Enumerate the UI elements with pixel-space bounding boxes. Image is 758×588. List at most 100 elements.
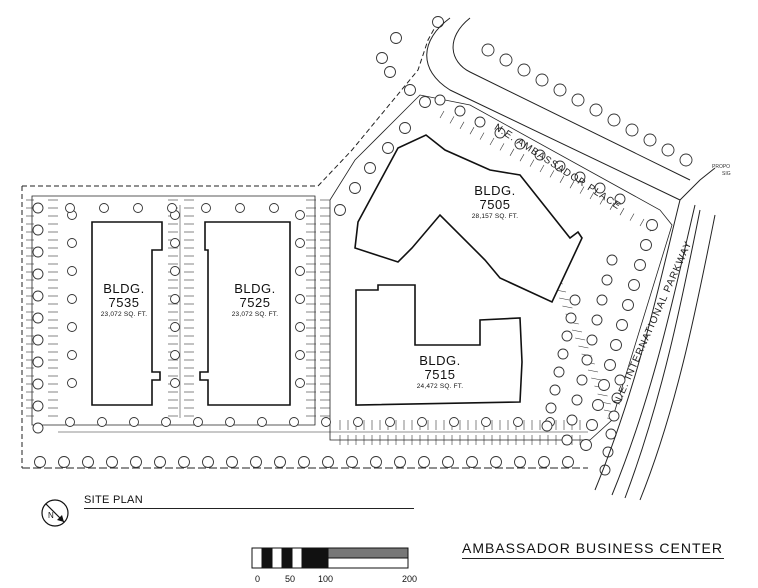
tree-icon [32, 224, 44, 236]
tree-icon [561, 434, 573, 446]
tree-icon [569, 294, 581, 306]
tree-icon [586, 334, 598, 346]
tree-icon [596, 294, 608, 306]
building-7505-footprint [354, 134, 583, 304]
tree-icon [454, 105, 466, 117]
tree-icon [129, 417, 139, 427]
parking-stripe [591, 377, 602, 381]
tree-icon [32, 334, 44, 346]
parking-stripe [439, 110, 445, 119]
tree-icon [481, 417, 491, 427]
tree-icon [235, 203, 245, 213]
parking-stripe [549, 170, 555, 178]
tree-icon [513, 417, 523, 427]
tree-icon [622, 299, 634, 311]
tree-icon [607, 113, 621, 127]
tree-icon [399, 122, 411, 134]
business-center-name: AMBASSADOR BUSINESS CENTER [462, 540, 723, 556]
tree-icon [295, 210, 305, 220]
parking-stripe [571, 329, 583, 333]
tree-icon [67, 294, 77, 304]
tree-icon [394, 456, 406, 468]
svg-text:N: N [48, 511, 54, 520]
tree-icon [594, 182, 606, 194]
tree-icon [193, 417, 203, 427]
tree-icon [32, 290, 44, 302]
tree-icon [257, 417, 267, 427]
tree-icon [298, 456, 310, 468]
tree-icon [250, 456, 262, 468]
tree-icon [170, 350, 180, 360]
tree-icon [32, 422, 44, 434]
tree-icon [591, 314, 603, 326]
tree-icon [390, 32, 402, 44]
tree-icon [170, 322, 180, 332]
tree-icon [541, 420, 553, 432]
tree-icon [58, 456, 70, 468]
tree-icon [434, 94, 446, 106]
parking-stripe [469, 127, 475, 135]
tree-icon [295, 266, 305, 276]
tree-icon [679, 153, 693, 167]
tree-icon [322, 456, 334, 468]
bldg-7515-number: 7515 [424, 366, 456, 382]
parking-stripe [459, 121, 465, 129]
tree-icon [534, 149, 546, 161]
tree-icon [538, 456, 550, 468]
tree-icon [661, 143, 675, 157]
tree-icon [97, 417, 107, 427]
parking-stripe [569, 181, 575, 189]
bldg-7525-area: 23,072 SQ. FT. [231, 311, 279, 319]
tree-icon [32, 378, 44, 390]
tree-icon [106, 456, 118, 468]
scale-tick-100: 100 [318, 574, 334, 584]
international-parkway-median-1 [624, 209, 701, 499]
tree-icon [561, 330, 573, 342]
tree-icon [130, 456, 142, 468]
parking-stripe [629, 213, 635, 221]
bldg-7515-label: BLDG. 7515 24,472 SQ. FT. [400, 354, 480, 391]
tree-icon [474, 116, 486, 128]
tree-icon [170, 378, 180, 388]
international-parkway-edge-2 [611, 204, 696, 496]
parking-stripe [575, 337, 586, 341]
tree-icon [201, 203, 211, 213]
tree-icon [601, 274, 613, 286]
building-7515-footprint [355, 284, 523, 406]
center-name-underline [462, 558, 724, 559]
tree-icon [202, 456, 214, 468]
scale-tick-200: 200 [402, 574, 418, 584]
parking-stripe [559, 175, 565, 183]
tree-icon [364, 162, 376, 174]
tree-icon [295, 294, 305, 304]
bldg-7505-title: BLDG. [474, 183, 516, 198]
parking-stripe [562, 305, 573, 309]
tree-icon [32, 312, 44, 324]
tree-icon [295, 350, 305, 360]
tree-icon [574, 171, 586, 183]
tree-icon [170, 266, 180, 276]
tree-icon [535, 73, 549, 87]
tree-icon [553, 83, 567, 97]
tree-icon [576, 374, 588, 386]
tree-icon [634, 259, 646, 271]
tree-icon [295, 322, 305, 332]
tree-icon [586, 419, 598, 431]
bldg-7505-label: BLDG. 7505 28,157 SQ. FT. [455, 184, 535, 221]
tree-icon [481, 43, 495, 57]
tree-icon [269, 203, 279, 213]
site-plan-title: SITE PLAN [84, 494, 143, 506]
tree-icon [557, 348, 569, 360]
tree-icon [295, 238, 305, 248]
tree-icon [385, 417, 395, 427]
proposed-note-2: SIG [722, 171, 731, 177]
tree-icon [598, 379, 610, 391]
tree-icon [32, 246, 44, 258]
bldg-7535-area: 23,072 SQ. FT. [100, 311, 148, 319]
tree-icon [571, 394, 583, 406]
tree-icon [514, 456, 526, 468]
tree-icon [640, 239, 652, 251]
tree-icon [178, 456, 190, 468]
tree-icon [554, 160, 566, 172]
parking-outline [31, 195, 316, 426]
